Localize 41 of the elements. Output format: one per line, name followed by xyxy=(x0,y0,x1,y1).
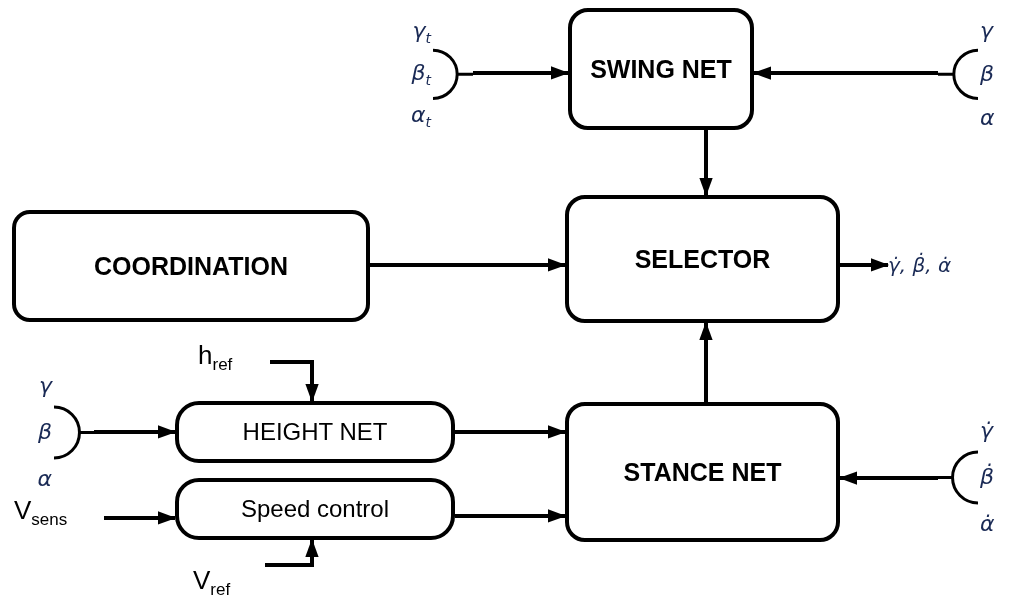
signal-label: V$_{sens}$ xyxy=(14,497,68,529)
arrow xyxy=(699,321,713,402)
box-title: SWING NET xyxy=(590,54,732,84)
arrow xyxy=(473,66,570,80)
box-title: STANCE NET xyxy=(623,457,782,487)
output-label: γ̇, β̇, α̇ xyxy=(888,252,952,278)
process-box xyxy=(12,210,370,322)
joint-angle-label: α xyxy=(980,104,995,130)
arrow xyxy=(94,425,177,439)
box-title: COORDINATION xyxy=(94,251,288,281)
joint-angle-label: β xyxy=(980,61,995,87)
joint-angle-label: α xyxy=(37,465,52,491)
joint-angle-label: γ xyxy=(38,373,52,399)
box-title: HEIGHT NET xyxy=(242,418,388,446)
process-box xyxy=(175,478,455,540)
box-title: SELECTOR xyxy=(634,244,771,274)
arrow xyxy=(699,130,713,197)
process-box xyxy=(565,195,840,323)
arrow xyxy=(455,509,567,523)
signal-label: V$_{ref}$ xyxy=(193,567,231,599)
process-box xyxy=(175,401,455,463)
box-title: Speed control xyxy=(240,495,390,523)
arrow xyxy=(752,66,938,80)
process-box xyxy=(568,8,754,130)
arrow xyxy=(838,471,938,485)
joint-angle-label: γ̇ xyxy=(980,418,994,444)
arrow xyxy=(265,538,319,567)
joint-angle-label: α$_{t}$ xyxy=(411,101,431,130)
arrow xyxy=(270,360,319,403)
joint-angle-label: β$_{t}$ xyxy=(411,59,431,89)
joint-angle-label: γ xyxy=(980,18,994,44)
joint-angle-label: α̇ xyxy=(980,510,995,536)
arrow xyxy=(104,511,177,525)
joint-angle-label: γ$_{t}$ xyxy=(412,18,431,47)
joint-angle-label: β̇ xyxy=(980,464,995,490)
joint-angle-label: β xyxy=(37,419,52,445)
signal-label: h$_{ref}$ xyxy=(198,342,233,374)
process-box xyxy=(565,402,840,542)
arrow xyxy=(370,258,567,272)
arrow xyxy=(455,425,567,439)
arrow xyxy=(840,258,890,272)
